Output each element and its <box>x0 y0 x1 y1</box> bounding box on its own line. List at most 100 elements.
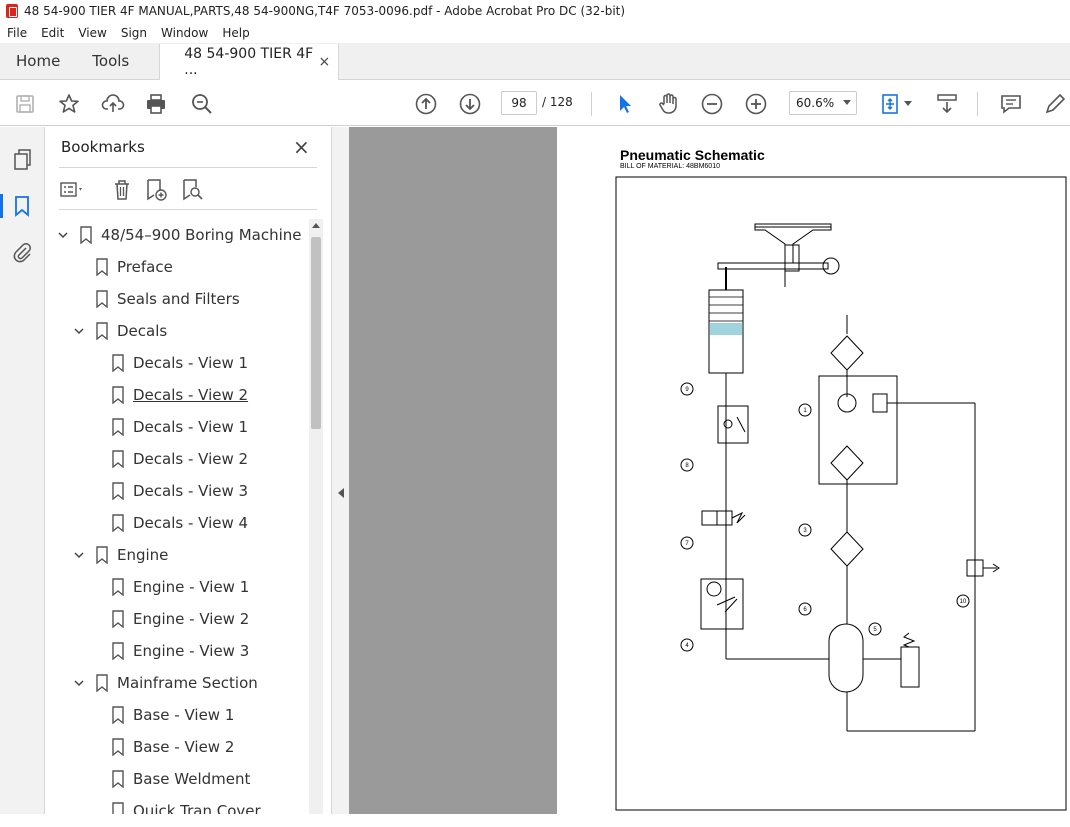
zoom-out-icon[interactable] <box>699 91 725 117</box>
component-1-frl-unit <box>818 375 898 485</box>
new-bookmark-icon[interactable] <box>143 177 169 203</box>
callout-label-5: 5 <box>873 627 877 633</box>
tab-document[interactable]: 48 54-900 TIER 4F ... × <box>159 44 340 80</box>
tab-home[interactable]: Home <box>16 52 61 70</box>
callout-label-4: 4 <box>685 643 689 649</box>
scroll-up-icon[interactable] <box>312 223 320 228</box>
zoom-level-value: 60.6% <box>796 96 835 110</box>
chevron-down-icon[interactable] <box>73 549 85 561</box>
panel-splitter[interactable] <box>331 127 349 814</box>
bookmark-item[interactable]: Quick Tran Cover <box>45 795 309 814</box>
print-icon[interactable] <box>143 91 169 117</box>
bookmark-item[interactable]: 48/54–900 Boring Machine <box>45 219 309 251</box>
close-icon[interactable]: × <box>293 135 310 159</box>
bookmarks-panel-icon[interactable] <box>0 194 34 218</box>
hand-icon[interactable] <box>655 91 681 117</box>
tab-document-label: 48 54-900 TIER 4F ... <box>184 46 314 78</box>
bookmark-item[interactable]: Decals <box>45 315 309 347</box>
callout-label-6: 6 <box>803 607 807 613</box>
callout-3 <box>798 523 812 537</box>
prev-page-icon[interactable] <box>413 91 439 117</box>
filter-lower <box>830 445 864 481</box>
chuck-fixture <box>754 223 832 264</box>
bookmark-icon <box>112 738 124 756</box>
bookmark-item[interactable]: Mainframe Section <box>45 667 309 699</box>
bookmark-item[interactable]: Base - View 1 <box>45 699 309 731</box>
pneumatic-schematic-diagram: 9 8 7 4 1 3 6 5 10 <box>615 176 1067 811</box>
title-bar: 48 54-900 TIER 4F MANUAL,PARTS,48 54-900… <box>0 0 1070 22</box>
bookmark-icon <box>112 418 124 436</box>
page-number-input[interactable]: 98 <box>501 91 537 115</box>
bookmark-item[interactable]: Base - View 2 <box>45 731 309 763</box>
tab-tools[interactable]: Tools <box>92 52 130 70</box>
next-page-icon[interactable] <box>457 91 483 117</box>
bookmark-item[interactable]: Decals - View 3 <box>45 475 309 507</box>
bookmark-icon <box>112 386 124 404</box>
bookmark-item[interactable]: Decals - View 1 <box>45 411 309 443</box>
attachments-icon[interactable] <box>10 240 34 264</box>
component-6-air-tank <box>828 623 864 693</box>
bookmark-label: Decals - View 3 <box>133 482 249 500</box>
component-4-gauge <box>700 578 744 630</box>
scrollbar-thumb[interactable] <box>311 237 321 429</box>
page-thumbnails-icon[interactable] <box>10 147 34 171</box>
upload-icon[interactable] <box>100 91 126 117</box>
tab-close-icon[interactable]: × <box>318 54 331 70</box>
collapse-panel-icon[interactable] <box>338 488 344 498</box>
scroll-mode-icon[interactable] <box>934 91 960 117</box>
bookmark-item[interactable]: Seals and Filters <box>45 283 309 315</box>
chevron-down-icon[interactable] <box>904 101 912 106</box>
search-zoom-icon[interactable] <box>189 91 215 117</box>
callout-label-7: 7 <box>685 541 689 547</box>
fit-page-icon[interactable] <box>878 91 904 117</box>
bookmark-icon <box>112 610 124 628</box>
pen-icon[interactable] <box>1042 91 1068 117</box>
chevron-down-icon[interactable] <box>57 229 69 241</box>
left-rail <box>0 127 45 814</box>
bookmark-options-icon[interactable] <box>59 177 85 203</box>
star-icon[interactable] <box>56 91 82 117</box>
menu-help[interactable]: Help <box>222 25 250 40</box>
menu-window[interactable]: Window <box>161 25 209 40</box>
comment-icon[interactable] <box>998 91 1024 117</box>
bookmark-label: 48/54–900 Boring Machine <box>101 226 302 244</box>
callout-7 <box>680 536 694 550</box>
bookmark-label: Mainframe Section <box>117 674 258 692</box>
bookmark-item[interactable]: Decals - View 4 <box>45 507 309 539</box>
bookmark-scrollbar[interactable] <box>309 219 323 814</box>
bookmark-item[interactable]: Decals - View 1 <box>45 347 309 379</box>
page-total: / 128 <box>542 95 573 109</box>
save-icon[interactable] <box>12 91 38 117</box>
component-3-lubricator <box>830 531 864 567</box>
callout-label-1: 1 <box>803 408 807 414</box>
chevron-down-icon[interactable] <box>73 325 85 337</box>
chevron-down-icon[interactable] <box>73 677 85 689</box>
bookmark-item[interactable]: Engine - View 2 <box>45 603 309 635</box>
menu-view[interactable]: View <box>78 25 107 40</box>
bookmark-item[interactable]: Base Weldment <box>45 763 309 795</box>
bookmark-label: Preface <box>117 258 173 276</box>
document-viewport[interactable]: Pneumatic Schematic BILL OF MATERIAL: 48… <box>349 127 1070 827</box>
zoom-level-select[interactable]: 60.6% <box>789 91 857 115</box>
bookmark-icon <box>96 258 108 276</box>
toolbar-divider <box>977 92 978 116</box>
zoom-in-icon[interactable] <box>743 91 769 117</box>
bookmark-label: Engine - View 1 <box>133 578 250 596</box>
bookmark-icon <box>112 770 124 788</box>
bookmark-item[interactable]: Decals - View 2 <box>45 443 309 475</box>
select-cursor-icon[interactable] <box>612 91 638 117</box>
find-bookmark-icon[interactable] <box>179 177 205 203</box>
bookmark-item[interactable]: Preface <box>45 251 309 283</box>
bookmark-item[interactable]: Engine <box>45 539 309 571</box>
bookmark-item[interactable]: Engine - View 1 <box>45 571 309 603</box>
menu-file[interactable]: File <box>7 25 28 40</box>
bookmark-item[interactable]: Decals - View 2 <box>45 379 309 411</box>
schematic-border <box>615 176 1067 811</box>
bookmark-label: Engine <box>117 546 169 564</box>
menu-edit[interactable]: Edit <box>41 25 65 40</box>
bookmark-item[interactable]: Engine - View 3 <box>45 635 309 667</box>
bookmark-label: Engine - View 2 <box>133 610 250 628</box>
menu-sign[interactable]: Sign <box>120 25 148 40</box>
delete-bookmark-icon[interactable] <box>109 177 135 203</box>
